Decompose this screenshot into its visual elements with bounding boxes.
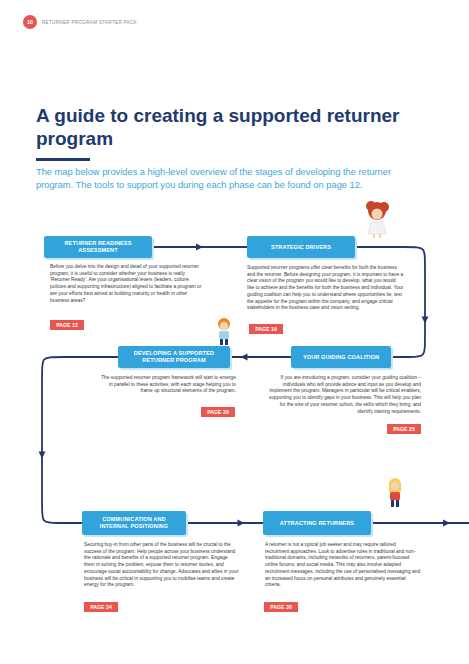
person-figure: [389, 478, 401, 507]
stage-description: Securing buy-in from other parts of the …: [84, 542, 239, 589]
stage-banner: COMMUNICATION AND INTERNAL POSITIONINGSe…: [82, 511, 186, 535]
stage-banner: DEVELOPING A SUPPORTED RETURNER PROGRAMT…: [118, 346, 230, 368]
top: [390, 492, 400, 500]
arrow-head: [422, 317, 429, 324]
stage-banner: YOUR GUIDING COALITIONIf you are introdu…: [291, 346, 391, 368]
page-reference: PAGE 25: [393, 424, 415, 434]
page-reference: PAGE 38: [270, 602, 292, 612]
leg: [391, 500, 394, 507]
title-underline: [36, 158, 90, 161]
stage-heading: COMMUNICATION AND INTERNAL POSITIONING: [82, 516, 186, 529]
stage-heading: YOUR GUIDING COALITION: [297, 354, 385, 361]
leg: [225, 339, 228, 345]
face: [220, 322, 228, 330]
page-reference: PAGE 12: [56, 320, 78, 330]
page-reference: PAGE 34: [90, 602, 112, 612]
leg: [220, 339, 223, 345]
connector-layer: [39, 244, 429, 527]
road-connector: [230, 356, 291, 358]
page-tag: PAGE 25: [387, 424, 421, 434]
road-connector: [186, 522, 263, 524]
stage-description: If you are introducing a program, consid…: [267, 375, 421, 415]
leg: [379, 234, 381, 238]
shirt: [219, 331, 229, 339]
intro-text: The map below provides a high-level over…: [36, 166, 408, 191]
face: [391, 482, 399, 490]
page-reference: PAGE 29: [207, 407, 229, 417]
stage-description: The supported returner program framework…: [100, 375, 236, 395]
page-tag: PAGE 12: [50, 320, 84, 330]
arrow-head: [443, 520, 450, 527]
face: [372, 209, 383, 220]
stage-description: Before you delve into the design and det…: [50, 264, 202, 304]
person-figure: [218, 318, 230, 345]
stage-heading: ATTRACTING RETURNERS: [274, 520, 360, 527]
leg: [373, 234, 375, 238]
road-tail: [371, 522, 469, 524]
stage-heading: STRATEGIC DRIVERS: [265, 244, 337, 251]
page-reference: PAGE 19: [255, 324, 277, 334]
dress: [368, 222, 386, 234]
stage-banner: ATTRACTING RETURNERSA returner is not a …: [263, 511, 371, 535]
hair: [218, 318, 230, 330]
leg: [396, 500, 399, 507]
stage-banner: RETURNER READINESS ASSESSMENTBefore you …: [44, 236, 152, 258]
page-tag: PAGE 19: [249, 324, 283, 334]
page-number: 10: [23, 16, 37, 28]
stage-heading: DEVELOPING A SUPPORTED RETURNER PROGRAM: [118, 350, 230, 363]
page-title: A guide to creating a supported returner…: [36, 104, 446, 150]
page-number-badge: [23, 15, 37, 29]
running-header: RETURNER PROGRAM STARTER PACK: [42, 20, 242, 26]
page-tag: PAGE 29: [201, 407, 235, 417]
stage-heading: RETURNER READINESS ASSESSMENT: [44, 240, 152, 253]
arrow-head: [39, 452, 46, 459]
stage-description: A returner is not a typical job seeker a…: [265, 542, 421, 589]
arrow-head: [241, 354, 248, 361]
arrow-head: [238, 520, 245, 527]
page-tag: PAGE 34: [84, 602, 118, 612]
person-figure: [366, 201, 389, 238]
road-connector: [42, 357, 118, 523]
page-tag: PAGE 38: [264, 602, 298, 612]
stage-description: Supported returner programs offer clear …: [247, 265, 404, 312]
stage-banner: STRATEGIC DRIVERSSupported returner prog…: [247, 236, 355, 258]
arrow-head: [196, 244, 203, 251]
